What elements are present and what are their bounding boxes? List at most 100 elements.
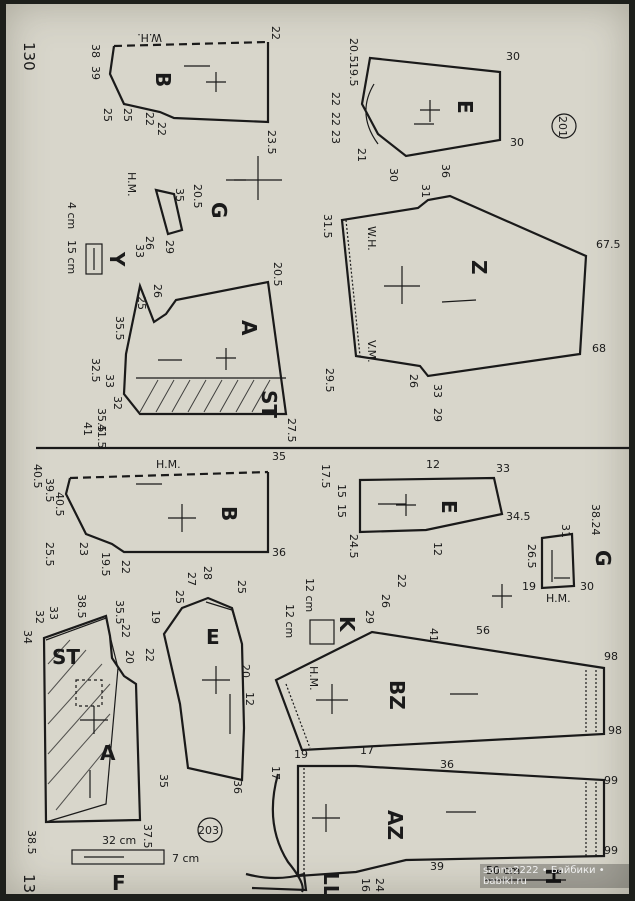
piece-az-letter: AZ [383, 810, 407, 840]
measure: 25 [101, 108, 114, 122]
piece-f-letter: F [112, 871, 126, 894]
piece-g-top: G H.M. 35 20.5 26 29 33 [125, 156, 282, 258]
measure: 67.5 [596, 238, 621, 251]
measure: 36 [231, 780, 244, 794]
piece-e2-letter: E [206, 625, 220, 649]
piece-a-bottom: A ST 34 32 33 38.5 35.5 22 20 22 37.5 38… [21, 594, 156, 855]
piece-y-height: 4 cm [65, 202, 78, 229]
piece-az: AZ 17 36 99 99 17 39 16 24 [269, 744, 618, 892]
piece-k: K 12 cm 12 cm [283, 578, 359, 645]
measure: 22 [329, 92, 342, 106]
measure: 12 [243, 692, 256, 706]
measure: 33 [133, 244, 146, 258]
measure: 37.5 [141, 824, 154, 849]
measure: 19 [294, 748, 308, 761]
circle-201-label: 201 [556, 116, 569, 137]
page-number-top: 130 [20, 42, 38, 71]
piece-k-width: 12 cm [283, 604, 296, 638]
measure: 29 [431, 408, 444, 422]
measure: 32.5 [89, 358, 102, 383]
measure: 30 [510, 136, 524, 149]
measure: 20.5 [347, 38, 360, 63]
piece-e-bottom: E 17.5 15 15 12 33 34.5 12 24.5 [319, 458, 531, 559]
measure: 22 [119, 560, 132, 574]
measure: 12 [431, 542, 444, 556]
measure: 35.5 [95, 408, 108, 433]
measure: 35 [157, 774, 170, 788]
piece-g-top-letter: G [207, 202, 231, 218]
measure: 17 [269, 766, 282, 780]
circle-201 [551, 113, 577, 139]
measure: 12 [426, 458, 440, 471]
page-number-bottom: 132 [20, 874, 38, 894]
measure: 15 [335, 484, 348, 498]
piece-ll: LL [245, 773, 343, 894]
piece-z-mark-1: W.H. [365, 226, 378, 251]
piece-f-width: 32 cm [102, 834, 136, 847]
piece-y-letter: Y [105, 251, 129, 267]
piece-b-top-mark: W.H. [137, 31, 162, 44]
piece-g-top-mark: H.M. [125, 172, 138, 197]
measure: 40.5 [53, 492, 66, 517]
measure: 29.5 [323, 368, 336, 393]
piece-e-top: E 20.5 19.5 30 22 22 23 21 30 30 201 [329, 38, 577, 182]
piece-a-top-st: ST [257, 390, 281, 418]
measure: 24 [373, 878, 386, 892]
measure: 35 [173, 188, 186, 202]
measure: 30 [387, 168, 400, 182]
piece-z-top: Z W.H. V.M. 31.5 31 36 67.5 68 33 26 29 … [321, 164, 621, 422]
piece-g-bottom-letter: G [591, 550, 615, 566]
piece-h-letter: H [541, 868, 565, 885]
measure: 34.5 [506, 510, 531, 523]
measure: 25 [235, 580, 248, 594]
measure: 19.5 [99, 552, 112, 577]
piece-k-letter: K [335, 616, 359, 633]
measure: 20.5 [271, 262, 284, 287]
measure: 33 [496, 462, 510, 475]
measure: 22 [395, 574, 408, 588]
measure: 19 [522, 580, 536, 593]
piece-f: F 32 cm 7 cm 203 [71, 817, 223, 894]
measure: 22 [143, 112, 156, 126]
measure: 98 [608, 724, 622, 737]
measure: 25.5 [43, 542, 56, 567]
measure: 27.5 [285, 418, 298, 443]
measure: 29 [363, 610, 376, 624]
piece-a-bottom-st: ST [52, 645, 80, 669]
measure: 31.5 [321, 214, 334, 239]
piece-f-height: 7 cm [172, 852, 199, 865]
measure: 26.5 [525, 544, 538, 569]
measure: 23.5 [265, 130, 278, 155]
piece-b-top-letter: B [151, 72, 175, 87]
measure: 21 [355, 148, 368, 162]
piece-b-bottom-letter: B [217, 506, 241, 521]
piece-e-bottom-letter: E [437, 500, 461, 514]
measure: 38.24 [589, 504, 602, 536]
measure: 41 [81, 422, 94, 436]
measure: 99 [604, 844, 618, 857]
measure: 38.5 [25, 830, 38, 855]
measure: 41.5 [95, 424, 108, 449]
piece-y-top: Y 15 cm 4 cm [65, 202, 129, 275]
measure: 22 [269, 26, 282, 40]
measure: 36 [272, 546, 286, 559]
measure: 25 [121, 108, 134, 122]
measure: 39 [430, 860, 444, 873]
piece-h: 50 cm H [484, 864, 566, 885]
piece-e2-bottom: E 25 27 28 25 19 12 20 35 36 [149, 566, 256, 794]
measure: 26 [379, 594, 392, 608]
measure: 30 [506, 50, 520, 63]
measure: 26 [151, 284, 164, 298]
measure: 38 [89, 44, 102, 58]
measure: 17 [360, 744, 374, 757]
measure: 29 [163, 240, 176, 254]
piece-g-bottom: G H.M. 31 38.24 26.5 19 30 [492, 504, 615, 608]
measure: 23 [329, 130, 342, 144]
measure: 24.5 [347, 534, 360, 559]
measure: 41 [427, 628, 440, 642]
measure: 35.5 [113, 600, 126, 625]
piece-e-top-letter: E [453, 100, 477, 114]
measure: 28 [201, 566, 214, 580]
measure: 38.5 [75, 594, 88, 619]
piece-z-letter: Z [467, 260, 491, 275]
